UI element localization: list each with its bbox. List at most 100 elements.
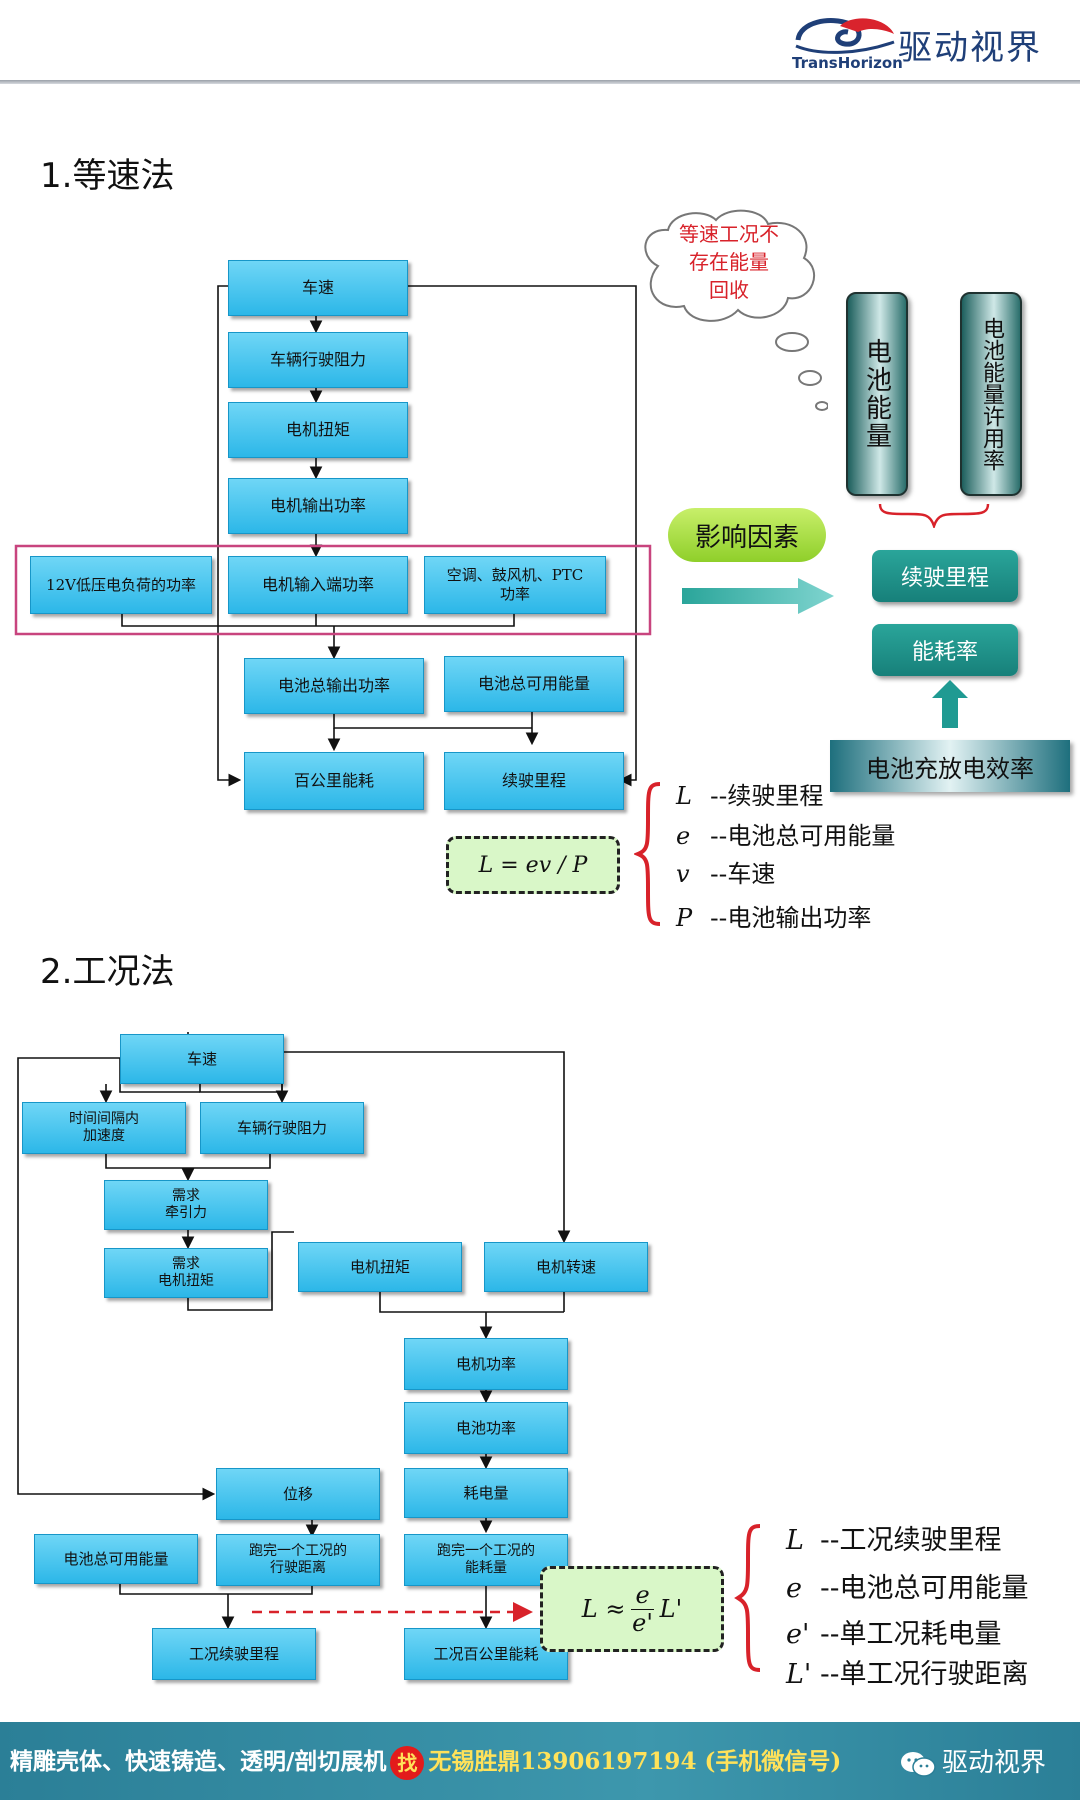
box-battery-available-energy: 电池总可用能量 xyxy=(444,656,624,712)
box2-driving-resistance: 车辆行驶阻力 xyxy=(200,1102,364,1154)
footer-wechat: 驱动视界 xyxy=(900,1742,1046,1779)
box2-battery-power: 电池功率 xyxy=(404,1402,568,1454)
legend2-sym: L' xyxy=(786,1659,812,1690)
brand-name-en: TransHorizon xyxy=(792,54,903,72)
legend2-desc: --单工况行驶距离 xyxy=(820,1659,1029,1690)
pill-battery-usage-rate-label: 电池能量许用率 xyxy=(979,317,1004,471)
cloud-line2: 存在能量 xyxy=(689,250,769,274)
box2-motor-speed: 电机转速 xyxy=(484,1242,648,1292)
brand-logo-icon xyxy=(795,18,895,54)
legend2-sym: e xyxy=(786,1573,802,1604)
legend1-sym: v xyxy=(676,860,690,888)
box2-cycle-distance-line2: 行驶距离 xyxy=(270,1560,326,1576)
box2-cycle-distance-line1: 跑完一个工况的 xyxy=(249,1542,347,1559)
legend1-desc: --电池输出功率 xyxy=(710,904,872,932)
legend1-row-v: v--车速 xyxy=(676,854,775,889)
box2-traction-line2: 牵引力 xyxy=(165,1205,207,1221)
box2-motor-power: 电机功率 xyxy=(404,1338,568,1390)
legend2-desc: --电池总可用能量 xyxy=(820,1573,1029,1604)
box2-vehicle-speed: 车速 xyxy=(120,1034,284,1084)
section1-title: 1.等速法 xyxy=(40,156,175,196)
box-energy-per-100km: 百公里能耗 xyxy=(244,752,424,810)
arrow-right-icon xyxy=(682,578,834,614)
box2-cycle-energy-line1: 跑完一个工况的 xyxy=(437,1542,535,1559)
box-motor-torque: 电机扭矩 xyxy=(228,402,408,458)
legend2-row-e: e --电池总可用能量 xyxy=(786,1566,1029,1605)
legend1-row-P: P --电池输出功率 xyxy=(676,898,871,933)
legend2-sym: L xyxy=(786,1525,804,1556)
box2-acceleration-line1: 时间间隔内 xyxy=(69,1110,139,1127)
formula2-denominator: e' xyxy=(632,1608,653,1637)
footer-text-yellow: 无锡胜鼎13906197194 (手机微信号) xyxy=(428,1748,842,1775)
box-vehicle-speed: 车速 xyxy=(228,260,408,316)
brace-icon xyxy=(878,503,990,528)
formula2-rhs: L' xyxy=(659,1595,683,1623)
footer-banner xyxy=(0,1722,1080,1800)
box2-motor-torque: 电机扭矩 xyxy=(298,1242,462,1292)
box2-cycle-range: 工况续驶里程 xyxy=(152,1628,316,1680)
box2-required-torque: 需求 电机扭矩 xyxy=(104,1248,268,1298)
factor-label: 影响因素 xyxy=(668,508,826,562)
box2-cycle-consumption: 工况百公里能耗 xyxy=(404,1628,568,1680)
legend2-desc: --工况续驶里程 xyxy=(820,1525,1002,1556)
legend1-row-L: L --续驶里程 xyxy=(676,776,823,811)
legend1-desc: --续驶里程 xyxy=(710,782,824,810)
header-bar xyxy=(0,0,1080,82)
footer-text-white: 精雕壳体、快速铸造、透明/剖切展机 xyxy=(10,1748,387,1775)
footer-find-badge: 找 xyxy=(390,1746,425,1780)
result-consumption-rate: 能耗率 xyxy=(872,624,1018,676)
legend1-row-e: e --电池总可用能量 xyxy=(676,816,895,851)
thought-cloud-icon xyxy=(644,209,828,411)
cloud-line1: 等速工况不 xyxy=(679,222,779,246)
hvac-line2: 功率 xyxy=(499,585,530,603)
formula2-lhs: L ≈ xyxy=(581,1595,626,1623)
legend2-row-e-prime: e' --单工况耗电量 xyxy=(786,1612,1002,1651)
box2-req-torque-line1: 需求 xyxy=(172,1255,200,1272)
legend1-brace-icon xyxy=(634,782,661,926)
box2-cycle-distance: 跑完一个工况的 行驶距离 xyxy=(216,1534,380,1586)
pill-battery-energy: 电池能量 xyxy=(846,292,908,496)
cloud-line3: 回收 xyxy=(709,278,749,302)
legend2-desc: --单工况耗电量 xyxy=(820,1619,1002,1650)
box2-cycle-energy: 跑完一个工况的 能耗量 xyxy=(404,1534,568,1586)
pill-battery-usage-rate: 电池能量许用率 xyxy=(960,292,1022,496)
charge-efficiency: 电池充放电效率 xyxy=(830,740,1070,792)
box2-acceleration-line2: 加速度 xyxy=(83,1128,125,1144)
box-motor-input-power: 电机输入端功率 xyxy=(228,556,408,614)
hvac-line1: 空调、鼓风机、PTC xyxy=(446,566,584,585)
box-motor-output-power: 电机输出功率 xyxy=(228,478,408,534)
wechat-icon xyxy=(901,1751,936,1777)
legend2-row-L-prime: L' --单工况行驶距离 xyxy=(786,1652,1029,1691)
section2-title: 2.工况法 xyxy=(40,952,175,992)
formula2-fraction: e e' xyxy=(631,1582,654,1637)
formula-driving-cycle: L ≈ e e' L' xyxy=(540,1566,724,1652)
legend2-brace-icon xyxy=(734,1524,761,1672)
formula2-numerator: e xyxy=(631,1582,654,1610)
box-low-voltage-load: 12V低压电负荷的功率 xyxy=(30,556,212,614)
brand-name-cn: 驱动视界 xyxy=(898,28,1042,68)
box2-traction-line1: 需求 xyxy=(172,1187,200,1204)
box2-energy-used: 耗电量 xyxy=(404,1468,568,1518)
legend2-sym: e' xyxy=(786,1619,810,1650)
box-driving-range: 续驶里程 xyxy=(444,752,624,810)
box2-acceleration: 时间间隔内 加速度 xyxy=(22,1102,186,1154)
footer-ad: 精雕壳体、快速铸造、透明/剖切展机找无锡胜鼎13906197194 (手机微信号… xyxy=(10,1742,841,1780)
legend1-sym: e xyxy=(676,822,691,850)
box-battery-output-power: 电池总输出功率 xyxy=(244,658,424,714)
cloud-note: 等速工况不 存在能量 回收 xyxy=(654,220,804,304)
legend2-row-L: L --工况续驶里程 xyxy=(786,1518,1002,1557)
legend1-sym: L xyxy=(676,782,692,810)
box-hvac-power: 空调、鼓风机、PTC 功率 xyxy=(424,556,606,614)
box2-displacement: 位移 xyxy=(216,1468,380,1520)
footer-wechat-label: 驱动视界 xyxy=(942,1748,1047,1778)
arrow-up-icon xyxy=(932,680,968,728)
formula-constant-speed: L = ev / P xyxy=(446,836,620,894)
box2-req-torque-line2: 电机扭矩 xyxy=(158,1273,214,1289)
box2-required-traction: 需求 牵引力 xyxy=(104,1180,268,1230)
box2-battery-available-energy: 电池总可用能量 xyxy=(34,1534,198,1584)
box2-cycle-energy-line2: 能耗量 xyxy=(465,1560,507,1576)
legend1-desc: --电池总可用能量 xyxy=(710,822,896,850)
legend1-sym: P xyxy=(676,904,693,932)
pill-battery-energy-label: 电池能量 xyxy=(861,338,892,450)
